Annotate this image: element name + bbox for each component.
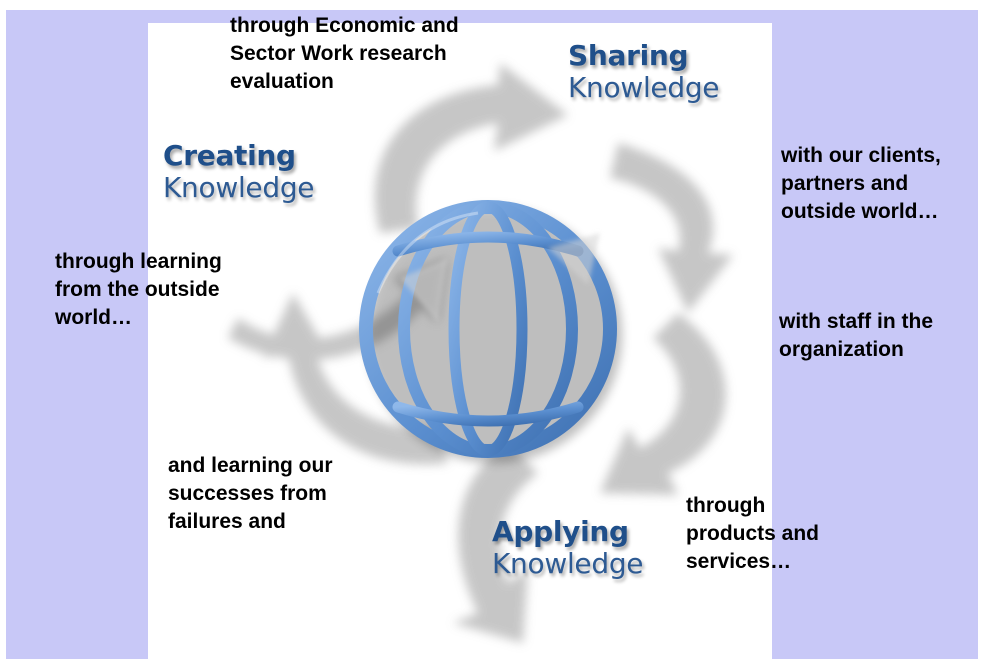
stage-subtitle: Knowledge bbox=[163, 171, 315, 204]
stage-subtitle: Knowledge bbox=[568, 71, 720, 104]
stage-subtitle: Knowledge bbox=[492, 547, 644, 580]
annotation-failures: and learning our successes from failures… bbox=[168, 454, 333, 533]
annotation-clients: with our clients, partners and outside w… bbox=[781, 144, 941, 223]
annotation-research: through Economic and Sector Work researc… bbox=[230, 14, 459, 93]
annotation-staff: with staff in the organization bbox=[779, 310, 933, 361]
stage-creating: Creating Knowledge bbox=[163, 139, 315, 204]
stage-applying: Applying Knowledge bbox=[492, 515, 644, 580]
globe-icon bbox=[359, 200, 617, 458]
curved-arrow-icon bbox=[453, 443, 538, 643]
curved-arrow-icon bbox=[610, 143, 733, 313]
stage-title: Creating bbox=[163, 139, 296, 172]
annotation-learning: through learning from the outside world… bbox=[55, 250, 222, 329]
knowledge-cycle-art bbox=[228, 63, 733, 643]
stage-sharing: Sharing Knowledge bbox=[568, 39, 720, 104]
annotation-products: through products and services… bbox=[686, 494, 820, 573]
stage-title: Applying bbox=[492, 515, 629, 548]
curved-arrow-icon bbox=[374, 63, 568, 233]
stage-title: Sharing bbox=[568, 39, 689, 72]
curved-arrow-icon bbox=[263, 293, 448, 465]
curved-arrow-icon bbox=[600, 313, 726, 495]
